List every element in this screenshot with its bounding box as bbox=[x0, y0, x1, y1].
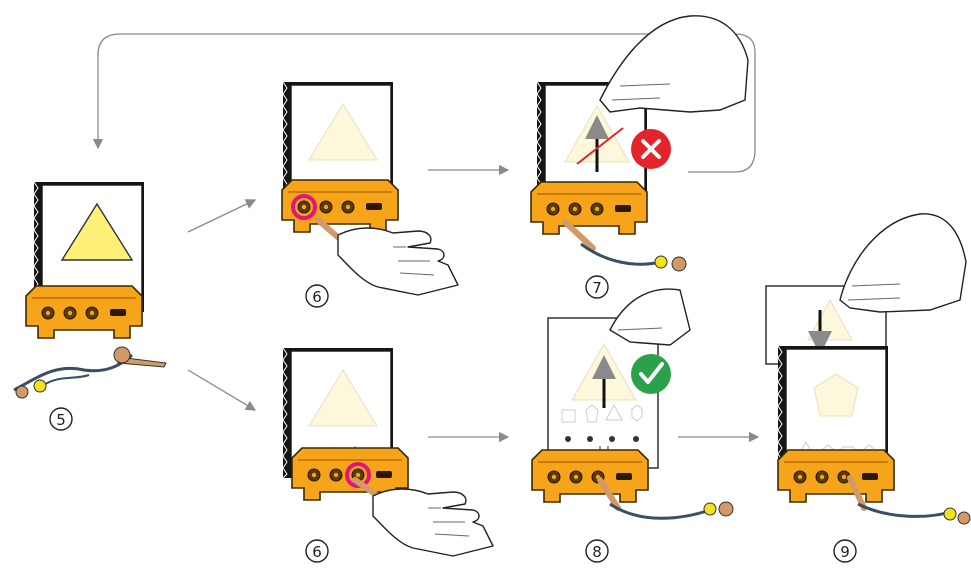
step-7-illustration: 7 bbox=[530, 15, 749, 299]
step-6-top-number: 6 bbox=[312, 288, 322, 306]
step-6-top-illustration: 6 bbox=[281, 81, 459, 308]
wrong-indicator bbox=[631, 129, 671, 169]
step-5-illustration: 5 bbox=[13, 181, 167, 431]
step-8-illustration: 8 bbox=[531, 288, 734, 563]
step-6-bottom-number: 6 bbox=[312, 543, 322, 561]
loop-back-arrow bbox=[92, 33, 756, 173]
step-6-bottom-illustration: 6 bbox=[282, 347, 494, 563]
x-mark-icon bbox=[641, 139, 661, 159]
right-indicator bbox=[631, 354, 671, 394]
step-5-number: 5 bbox=[56, 411, 66, 429]
check-mark-icon bbox=[639, 362, 664, 384]
step-8-number: 8 bbox=[592, 543, 602, 561]
step-9-illustration: 9 bbox=[765, 213, 971, 563]
step-9-number: 9 bbox=[840, 543, 850, 561]
arrow-5-to-6-top bbox=[187, 199, 257, 233]
step-7-number: 7 bbox=[592, 279, 602, 297]
arrow-5-to-6-bottom bbox=[187, 369, 257, 411]
